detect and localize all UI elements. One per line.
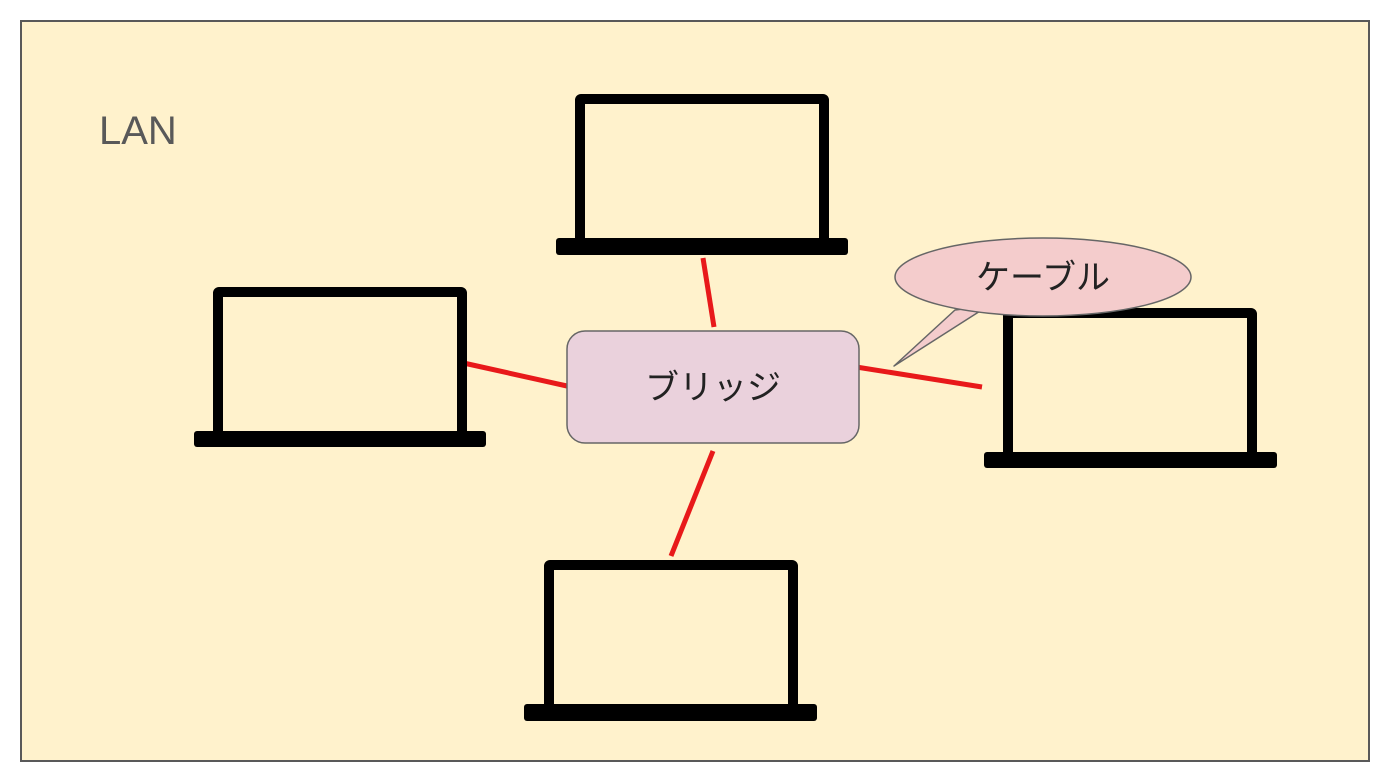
cable-callout: ケーブル xyxy=(893,237,1192,367)
laptop-icon xyxy=(984,308,1277,468)
laptop-icon xyxy=(194,287,486,447)
bridge-label: ブリッジ xyxy=(645,368,781,408)
cable-right xyxy=(849,363,983,390)
bridge-node: ブリッジ xyxy=(566,330,860,444)
lan-label: LAN xyxy=(99,109,177,153)
laptop-icon xyxy=(556,94,848,255)
cable-bottom xyxy=(668,450,716,557)
cable-left xyxy=(458,359,568,389)
cable-top xyxy=(700,257,717,328)
laptop-icon xyxy=(524,560,817,721)
callout-label: ケーブル xyxy=(976,258,1110,298)
